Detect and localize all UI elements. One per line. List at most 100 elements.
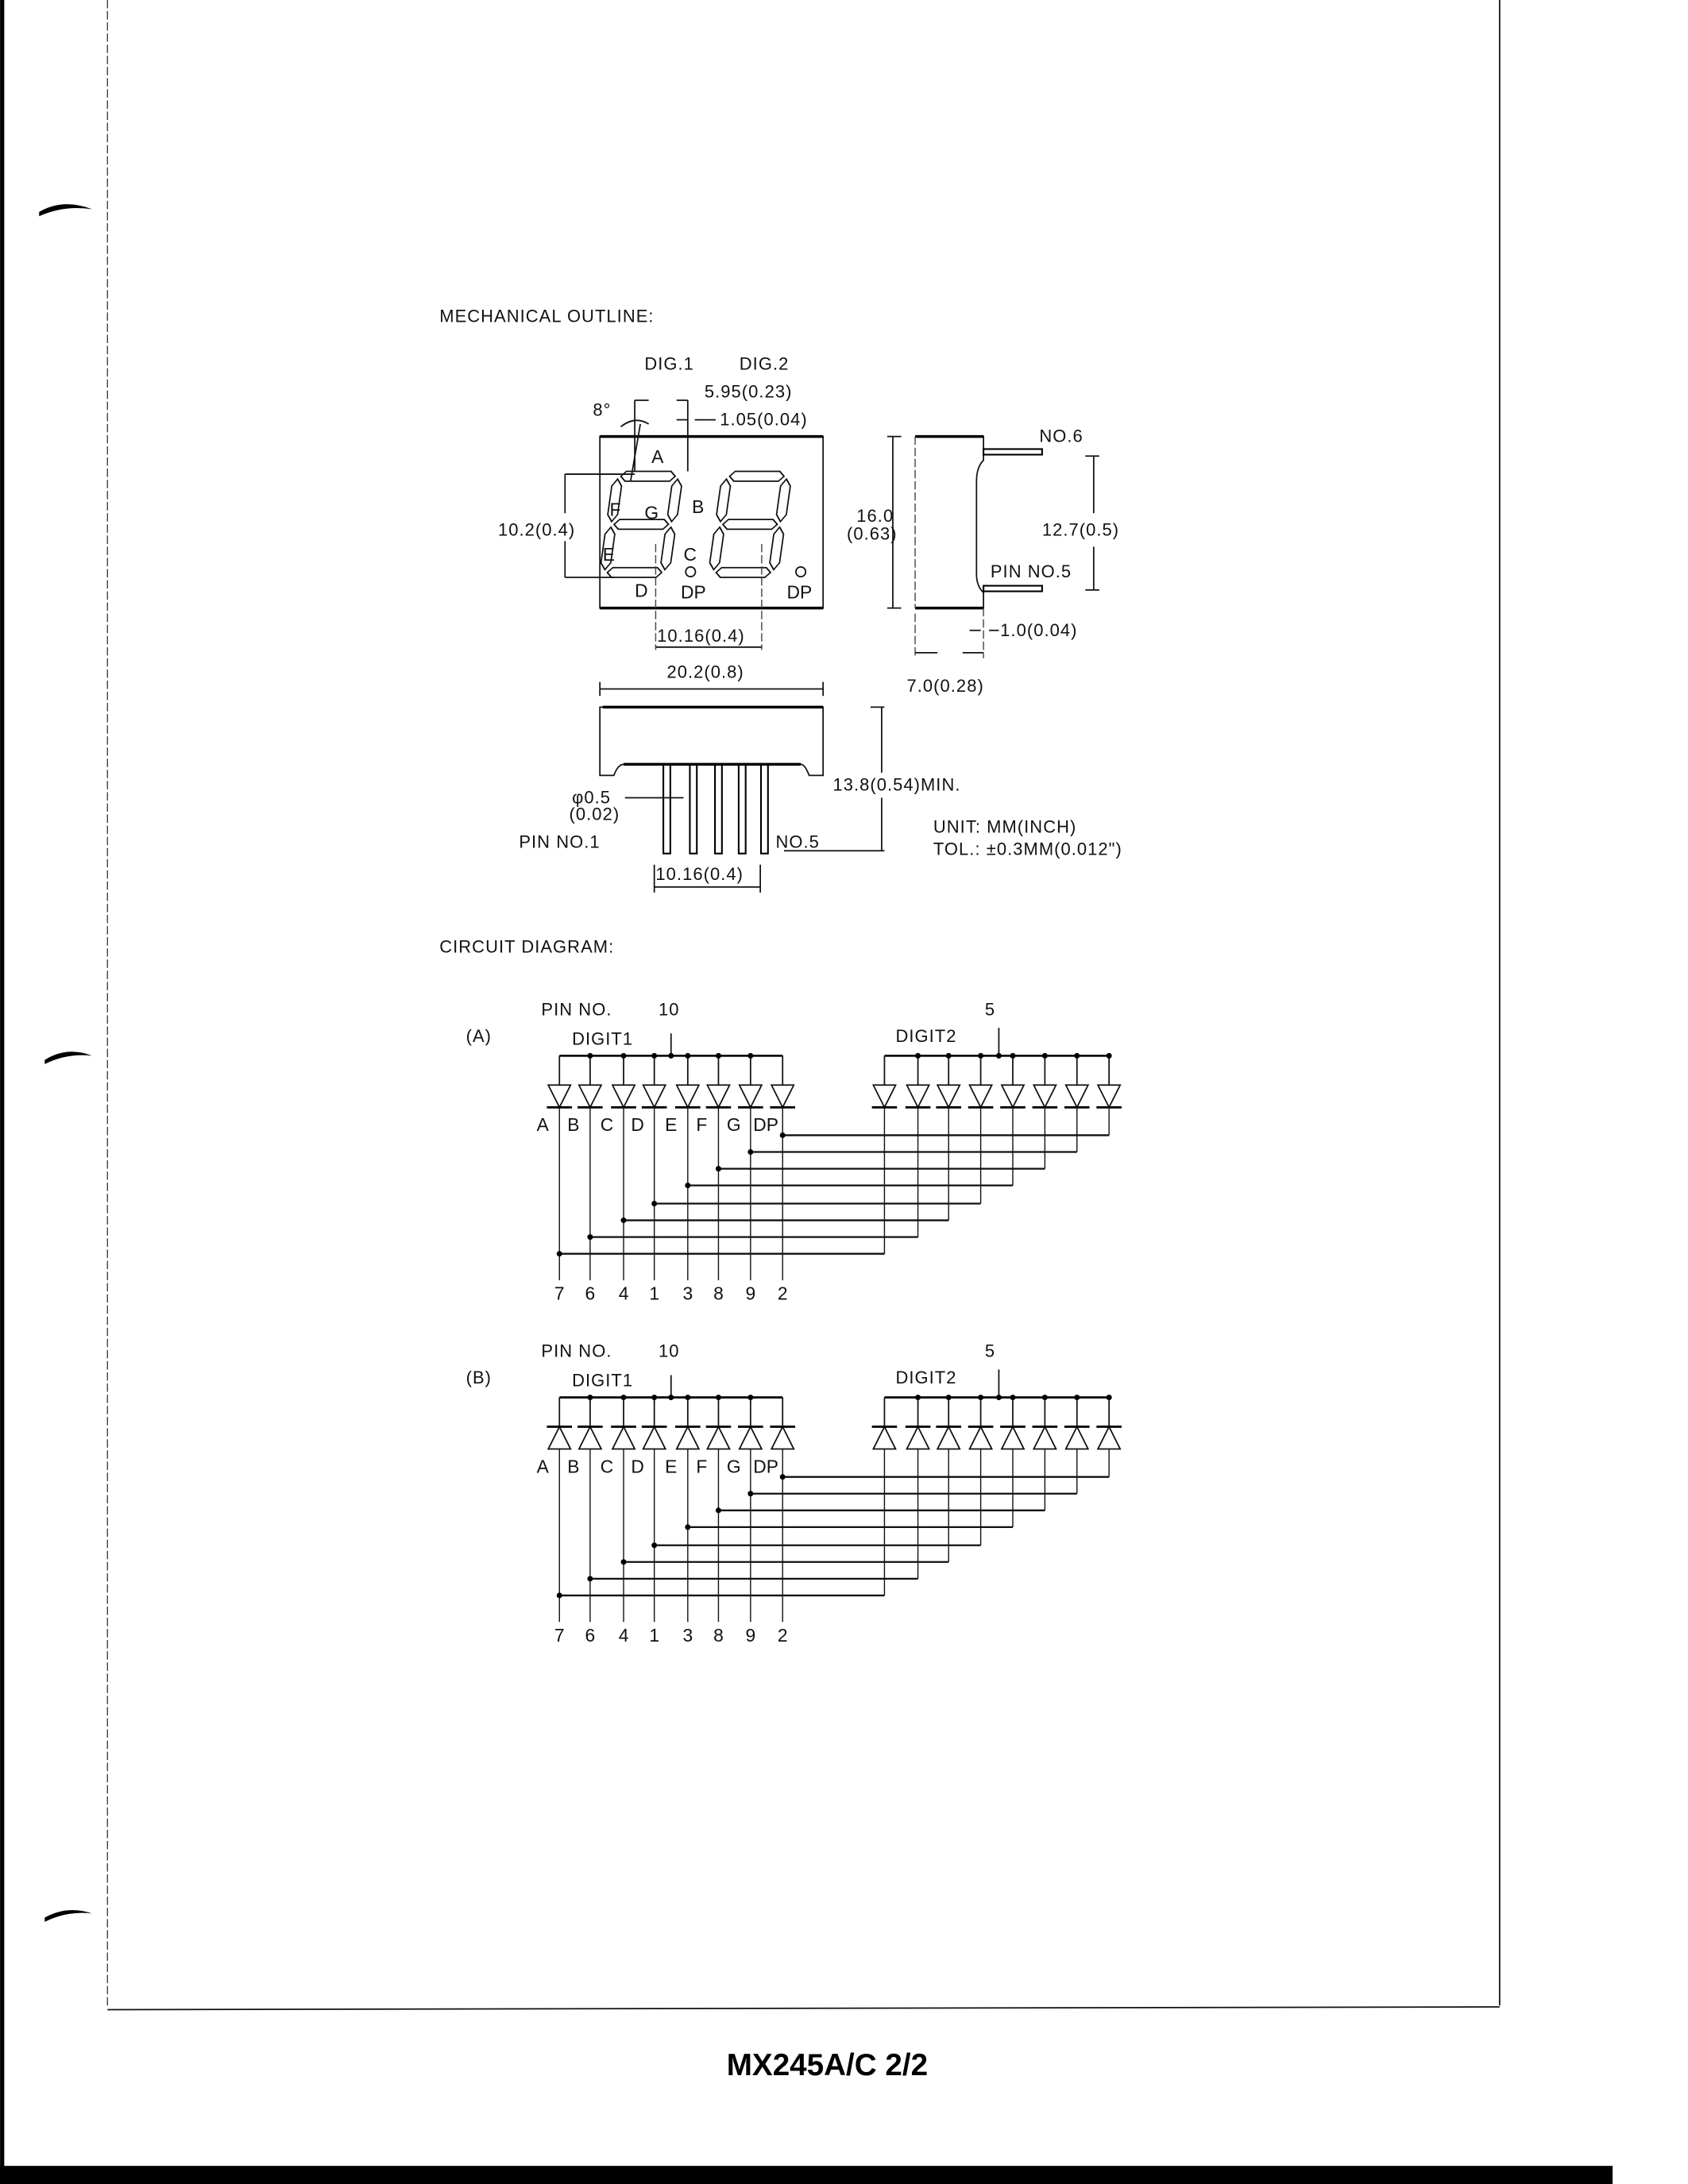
junction-dot <box>668 1052 674 1059</box>
bottom-view: 13.8(0.54)MIN. φ0.5 (0.02) PIN NO.1 NO.5… <box>519 705 1122 893</box>
diode-triangle <box>738 1084 763 1109</box>
diode-triangle <box>871 1084 897 1109</box>
diode-icon <box>936 1084 962 1109</box>
junction-dot <box>651 1395 658 1401</box>
diode-icon <box>705 1425 732 1450</box>
segment-label: C <box>601 1456 613 1476</box>
diode-triangle <box>738 1425 763 1450</box>
pin-lead-3 <box>714 763 723 855</box>
dim-10-16-bottom: 10.16(0.4) <box>655 864 744 884</box>
junction-dot <box>978 1052 984 1059</box>
diode-triangle <box>871 1425 897 1450</box>
punch-hole-mark <box>44 1910 92 1922</box>
segment-label: G <box>727 1114 741 1135</box>
circuit-a-digit2-label: DIGIT2 <box>895 1026 956 1046</box>
junction-dot <box>747 1491 754 1497</box>
segment-label-e: E <box>603 544 615 565</box>
diode-triangle <box>547 1084 572 1109</box>
segment-label: D <box>631 1456 643 1476</box>
pin-no5-label: PIN NO.5 <box>991 561 1072 581</box>
segment-label-dp1: DP <box>681 581 706 602</box>
diode-icon <box>738 1425 763 1450</box>
pin-number: 6 <box>585 1283 596 1304</box>
junction-dot <box>915 1395 921 1401</box>
circuit-diagram-title: CIRCUIT DIAGRAM: <box>439 936 614 956</box>
dim-16-0: 16.0 <box>856 506 894 526</box>
circuit-a-pin-5: 5 <box>985 999 995 1019</box>
diode-triangle <box>1096 1425 1122 1450</box>
segment-label: E <box>665 1114 677 1135</box>
circuit-b-pin-no-label: PIN NO. <box>541 1341 612 1361</box>
junction-dot <box>995 1395 1002 1401</box>
junction-dot <box>715 1507 721 1514</box>
pin-no5-bottom-label: NO.5 <box>775 832 819 852</box>
segment-label-f: F <box>609 500 620 520</box>
pin-number: 1 <box>649 1283 659 1304</box>
segment-label-d: D <box>635 581 647 601</box>
dim-phi-0-5: φ0.5 <box>572 787 611 807</box>
diode-triangle <box>1032 1084 1057 1109</box>
punch-hole-mark <box>44 1051 92 1064</box>
junction-dot <box>556 1592 562 1599</box>
segment-b <box>666 477 682 523</box>
pin-lead-4 <box>737 763 747 855</box>
dim-10-16-top: 10.16(0.4) <box>657 626 745 646</box>
diode-icon <box>1032 1425 1058 1450</box>
segment-label-dp2: DP <box>787 581 813 602</box>
dim-10-2: 10.2(0.4) <box>498 519 575 539</box>
diode-triangle <box>770 1425 795 1450</box>
junction-dot <box>587 1052 593 1059</box>
segment-b <box>775 477 791 523</box>
junction-dot <box>685 1395 691 1401</box>
circuit-a-pin-no-label: PIN NO. <box>541 999 612 1019</box>
segment-a <box>728 470 786 482</box>
segment-e <box>600 526 616 571</box>
dig1-label: DIG.1 <box>644 353 694 373</box>
junction-dot <box>945 1052 952 1059</box>
junction-dot <box>620 1052 627 1059</box>
dim-7-0: 7.0(0.28) <box>907 676 984 696</box>
circuit-a-pin-10: 10 <box>659 999 680 1019</box>
diode-icon <box>968 1425 994 1450</box>
diode-triangle <box>705 1425 731 1450</box>
segment-label: F <box>696 1114 707 1135</box>
junction-dot <box>747 1148 754 1156</box>
diode-triangle <box>642 1084 667 1109</box>
diode-icon <box>1000 1084 1026 1109</box>
diode-triangle <box>936 1084 961 1109</box>
dp-dot-2 <box>795 565 807 578</box>
segment-label-g: G <box>644 502 659 523</box>
junction-dot <box>945 1395 952 1401</box>
segment-label: DP <box>753 1456 778 1476</box>
mechanical-outline-title: MECHANICAL OUTLINE: <box>439 307 654 326</box>
junction-dot <box>587 1234 593 1241</box>
junction-dot <box>668 1395 674 1401</box>
segment-e <box>709 526 724 571</box>
seven-segment-digit-2 <box>709 470 791 578</box>
segment-label: A <box>537 1456 550 1476</box>
pin-lead-5 <box>759 763 769 855</box>
junction-dot <box>587 1395 593 1401</box>
junction-dot <box>995 1052 1002 1059</box>
dim-1-05: 1.05(0.04) <box>720 410 808 430</box>
pin-number: 4 <box>619 1283 629 1304</box>
diode-triangle <box>577 1425 603 1450</box>
pin-number: 8 <box>713 1625 724 1646</box>
junction-dot <box>685 1183 691 1189</box>
dim-20-2: 20.2(0.8) <box>666 662 744 681</box>
dp-dot-1 <box>685 565 697 578</box>
segment-label: F <box>696 1456 707 1476</box>
segment-label: E <box>665 1456 677 1476</box>
diode-icon <box>936 1425 962 1450</box>
junction-dot <box>1074 1052 1080 1059</box>
diode-icon <box>641 1084 667 1109</box>
angle-8deg: 8° <box>593 399 611 419</box>
junction-dot <box>587 1576 593 1582</box>
diode-triangle <box>705 1084 731 1109</box>
junction-dot <box>747 1052 754 1059</box>
diode-triangle <box>1000 1425 1026 1450</box>
junction-dot <box>715 1052 721 1059</box>
diode-triangle <box>906 1425 931 1450</box>
diode-icon <box>1064 1084 1090 1109</box>
